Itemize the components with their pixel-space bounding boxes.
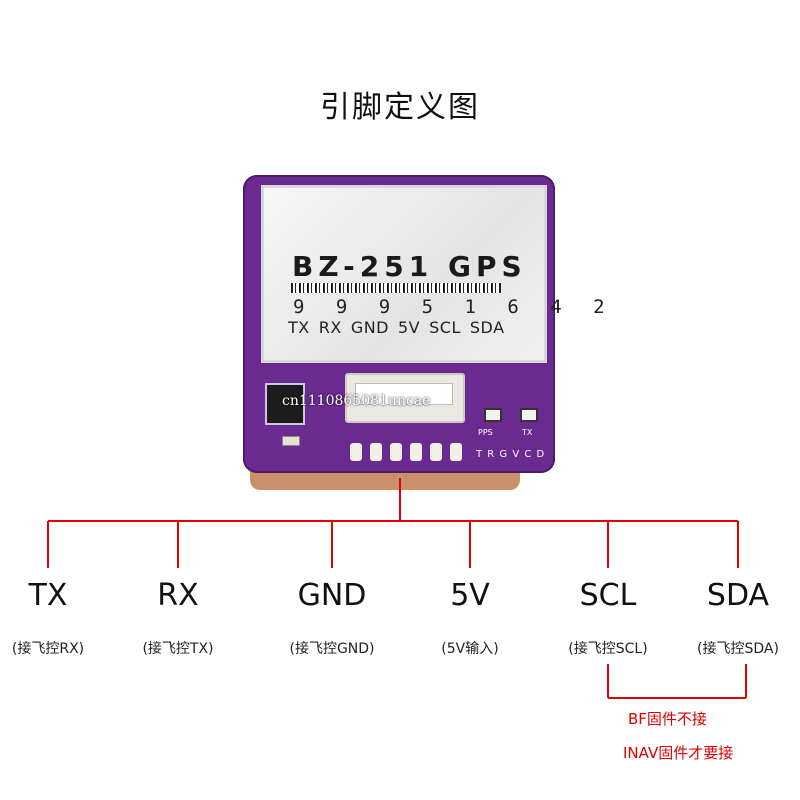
pad-4 [410, 443, 422, 461]
silk-pin-rx: RX [318, 318, 342, 337]
silk-pin-tx: TX [288, 318, 310, 337]
module-label: BZ-251 GPS [292, 250, 527, 283]
watermark: cn1110865081uncae [282, 393, 431, 409]
pad-6 [450, 443, 462, 461]
silk-small-pins: T R G V C D [476, 449, 546, 460]
pin-label-sda: SDA [706, 578, 770, 613]
pps-led-icon [484, 408, 502, 422]
pad-2 [370, 443, 382, 461]
diagram-title: 引脚定义图 [320, 90, 480, 125]
tx-led-icon [520, 408, 538, 422]
led-pps-label: PPS [478, 428, 493, 437]
barcode [291, 283, 501, 293]
note-inav: INAV固件才要接 [623, 744, 734, 762]
silk-pin-scl: SCL [429, 318, 461, 337]
pad-1 [350, 443, 362, 461]
pin-note-sda: (接飞控SDA) [697, 641, 779, 657]
connector-icon [345, 373, 465, 423]
pin-label-tx: TX [28, 578, 68, 613]
pin-note-tx: (接飞控RX) [11, 641, 85, 657]
pin-note-scl: (接飞控SCL) [568, 641, 648, 657]
pin-note-5v: (5V输入) [441, 641, 499, 657]
pin-note-rx: (接飞控TX) [142, 641, 214, 657]
pin-label-5v: 5V [450, 578, 490, 613]
pin-label-rx: RX [157, 578, 199, 613]
serial-number: 9 9 9 5 1 6 4 2 [293, 296, 615, 318]
chip-icon [265, 383, 305, 425]
silk-pin-5v: 5V [398, 318, 421, 337]
pad-5 [430, 443, 442, 461]
silk-pin-gnd: GND [350, 318, 389, 337]
silk-pin-row: TX RX GND 5V SCL SDA [288, 318, 514, 337]
pad-3 [390, 443, 402, 461]
pin-label-scl: SCL [579, 578, 637, 613]
note-bf: BF固件不接 [628, 710, 707, 728]
wire-group [47, 478, 747, 699]
led-tx-label: TX [522, 428, 533, 437]
capacitor-icon [282, 436, 300, 446]
silk-pin-sda: SDA [469, 318, 505, 337]
pin-note-gnd: (接飞控GND) [289, 641, 375, 657]
pin-label-gnd: GND [297, 578, 367, 613]
rf-shield [261, 185, 547, 363]
pcb-shadow [250, 470, 520, 490]
